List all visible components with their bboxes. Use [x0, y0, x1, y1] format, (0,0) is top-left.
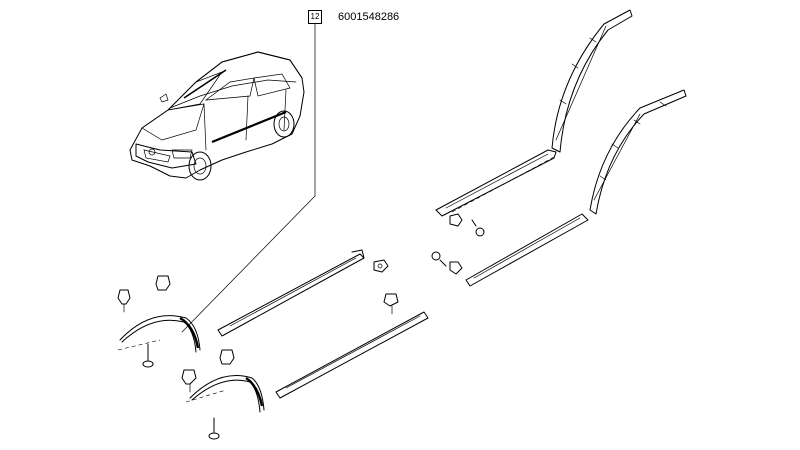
arch-clip-3 [181, 369, 197, 393]
arch-clip-4 [219, 349, 235, 365]
arch-clip-1 [117, 289, 131, 313]
sill-screw-1 [471, 219, 485, 237]
car-illustration [129, 51, 305, 181]
part-number-label: 6001548286 [338, 11, 400, 23]
arch-screw-1 [142, 343, 154, 368]
front-wheel-arch-molding [117, 315, 201, 353]
roof-molding-1 [551, 9, 633, 153]
callout-number: 12 [310, 12, 320, 21]
roof-molding-2 [589, 89, 687, 215]
rear-door-molding [275, 311, 429, 399]
rear-wheel-arch-molding [189, 375, 265, 413]
sill-clip-1 [449, 213, 463, 227]
front-door-molding [217, 249, 365, 337]
sill-molding-lower [465, 213, 589, 287]
door-clip-2 [383, 293, 399, 315]
door-clip-1 [373, 259, 389, 273]
sill-screw-2 [431, 251, 447, 267]
arch-clip-2 [155, 275, 171, 291]
callout-leader [181, 23, 316, 333]
sill-clip-2 [449, 261, 463, 275]
arch-screw-2 [208, 417, 220, 440]
sill-molding-upper [435, 149, 557, 217]
callout-number-box: 12 [308, 10, 322, 24]
